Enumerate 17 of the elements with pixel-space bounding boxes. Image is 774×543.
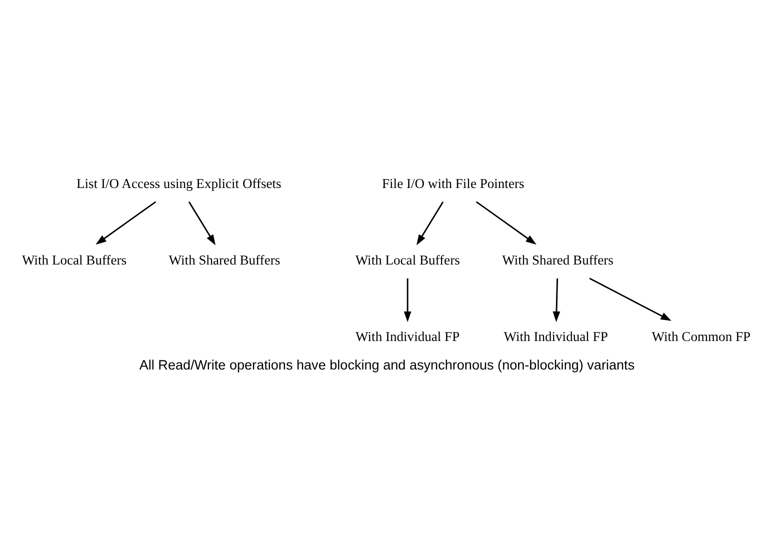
node-text: With Shared Buffers <box>168 252 280 267</box>
node-text: File I/O with File Pointers <box>382 175 524 190</box>
caption: All Read/Write operations have blocking and asynchronous (non-blocking) variants <box>139 357 635 372</box>
arrow <box>416 200 444 245</box>
node-text: With Individual FP <box>504 328 608 344</box>
node-text: List I/O Access using Explicit Offsets <box>76 175 282 190</box>
arrow <box>589 277 672 320</box>
node-text: With Local Buffers <box>355 252 460 267</box>
arrow <box>404 278 412 322</box>
node-text: With Individual FP <box>356 328 460 344</box>
arrow <box>96 200 156 244</box>
node-text: With Shared Buffers <box>502 252 614 267</box>
arrow <box>476 200 536 244</box>
arrow <box>188 200 216 245</box>
node-text: With Common FP <box>652 328 751 344</box>
arrow <box>552 278 560 322</box>
node-text: With Local Buffers <box>22 252 127 267</box>
